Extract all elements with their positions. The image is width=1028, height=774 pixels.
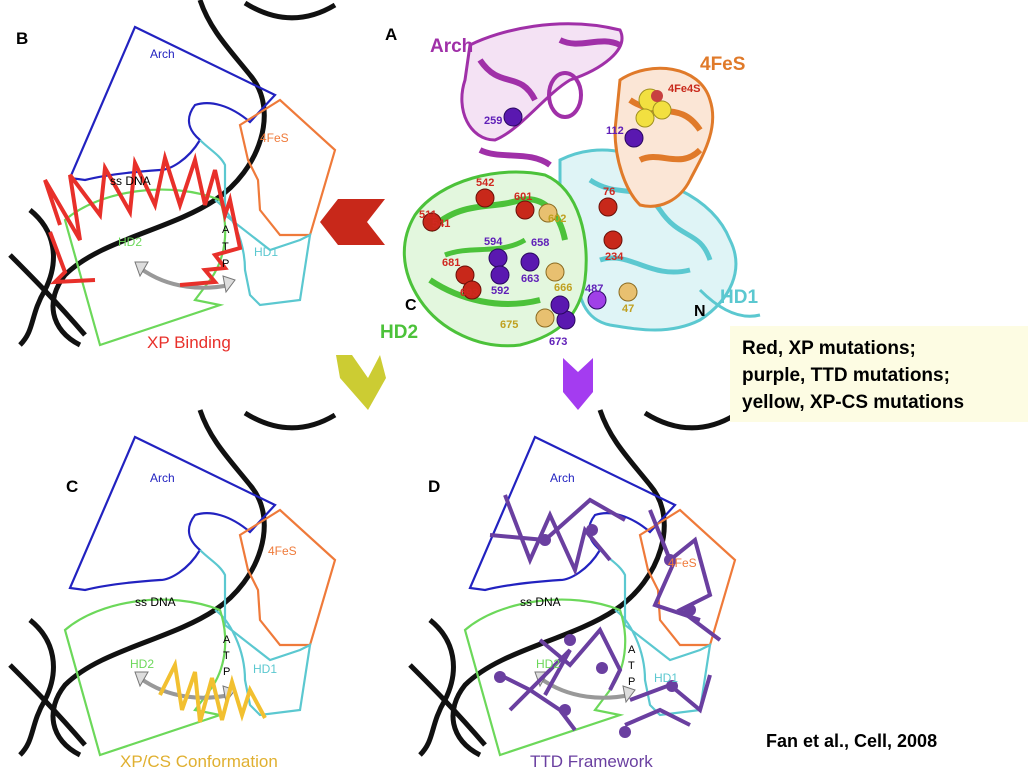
arrow-to-b [320,199,385,245]
residue-label-purple: 487 [585,283,603,295]
residue-label-purple: 259 [484,115,502,127]
hd1-label: HD1 [720,287,758,308]
hd2-label: HD2 [118,235,142,249]
panel-letter: A [385,25,397,44]
residue-label-red: 541 [432,218,450,230]
residue-label-purple: 663 [521,273,539,285]
residue-label-red: 234 [605,251,624,263]
residue-label-red: 601 [514,191,532,203]
xp-zigzag [48,231,96,285]
legend-line-xp: Red, XP mutations; [742,338,916,359]
arrow-to-c [336,355,386,410]
residue-label-purple: 673 [549,336,567,348]
n-terminus-label: N [694,303,706,320]
atp-letter: A [628,644,636,656]
residue-label-red: 693 [460,287,478,299]
ssdna-label: ss DNA [135,595,176,609]
ssdna-label: ss DNA [520,595,561,609]
arch-label: Arch [430,36,473,57]
arch-label: Arch [150,471,175,485]
atp-letter: A [222,224,230,236]
residue-label-yellow: 675 [500,319,518,331]
hd1-label: HD1 [253,662,277,676]
hd1-label: HD1 [654,671,678,685]
atp-letter: T [222,241,229,253]
hd2-label: HD2 [536,657,560,671]
panel-letter: C [66,477,78,496]
atp-letter: A [223,634,231,646]
panel-letter: D [428,477,440,496]
citation: Fan et al., Cell, 2008 [766,731,938,751]
fes-label: 4FeS [700,54,745,75]
residue-label-yellow: 47 [622,303,634,315]
legend-line-ttd: purple, TTD mutations; [742,365,950,386]
panel-d: D Arch 4FeS ss DNA HD2 HD1 A T P TTD Fra… [410,410,735,771]
panel-a: A Arch 4FeS HD1 HD2 C N 4Fe4S 542 601 51… [380,22,761,348]
arch-label: Arch [150,47,175,61]
arrow-to-d [563,358,593,410]
xpcs-residue-spheres [535,203,638,328]
atp-letter: T [223,650,230,662]
panel-c: C Arch 4FeS ss DNA HD2 HD1 A T P XP/CS C… [10,410,335,771]
panel-caption: XP/CS Conformation [120,752,278,771]
residue-label-purple: 594 [484,236,503,248]
residue-label-yellow: 666 [554,282,572,294]
hd2-label: HD2 [130,657,154,671]
cluster-label: 4Fe4S [668,83,700,95]
legend-line-xpcs: yellow, XP-CS mutations [742,392,965,413]
residue-label-yellow: 602 [548,213,566,225]
atp-letter: P [628,676,635,688]
residue-label-purple: 658 [531,237,549,249]
panel-letter: B [16,29,28,48]
atp-letter: P [223,666,230,678]
residue-label-purple: 592 [491,285,509,297]
hd2-label: HD2 [380,322,418,343]
fes-label: 4FeS [260,131,289,145]
fes-label: 4FeS [268,544,297,558]
atp-letter: P [222,258,229,270]
legend-box: Red, XP mutations; purple, TTD mutations… [730,326,1028,422]
panel-caption: XP Binding [147,333,231,352]
fes-label: 4FeS [668,556,697,570]
residue-label-purple: 112 [606,125,624,137]
arch-label: Arch [550,471,575,485]
arch-domain [460,22,624,142]
xp-zigzag [43,150,243,287]
panel-b: B Arch 4FeS ss DNA HD2 HD1 A T P XP Bind… [10,0,335,352]
residue-label-red: 511 [419,209,437,221]
ssdna-label: ss DNA [110,174,151,188]
ttd-residue-spheres [488,107,644,330]
xp-residue-spheres [422,188,623,300]
fes-cluster [635,88,672,128]
ttd-nodes [494,524,696,738]
hd1-label: HD1 [254,245,278,259]
residue-label-red: 542 [476,177,494,189]
c-terminus-label: C [405,297,417,314]
residue-label-red: 681 [442,257,460,269]
ttd-framework [489,494,722,732]
residue-label-red: 76 [603,186,615,198]
panel-caption: TTD Framework [530,752,653,771]
atp-letter: T [628,660,635,672]
xpcs-zigzag [158,658,267,723]
